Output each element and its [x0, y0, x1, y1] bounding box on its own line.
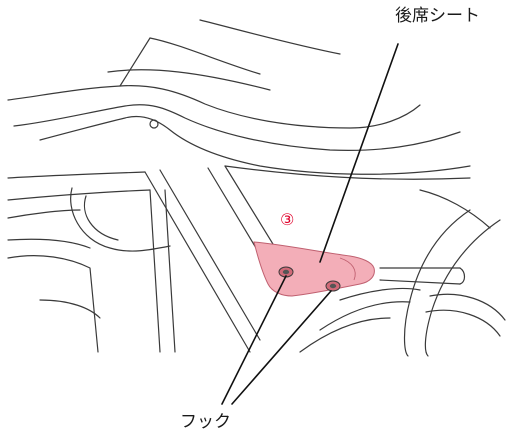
- car-structure-lines: [7, 19, 506, 357]
- hook-leader-left: [221, 275, 287, 405]
- rear-seat-pad: [253, 241, 375, 297]
- rear-seat-pad-fold: [339, 257, 356, 281]
- leader-lines: [221, 43, 399, 405]
- hook-label: フック: [180, 412, 231, 432]
- hook-icon: [325, 280, 341, 292]
- rear-seat-leader: [319, 43, 399, 263]
- rear-seat-label: 後席シート: [395, 6, 480, 26]
- hook-leader-right: [231, 290, 332, 405]
- hook-icon: [278, 266, 294, 278]
- step-number: ③: [280, 210, 295, 229]
